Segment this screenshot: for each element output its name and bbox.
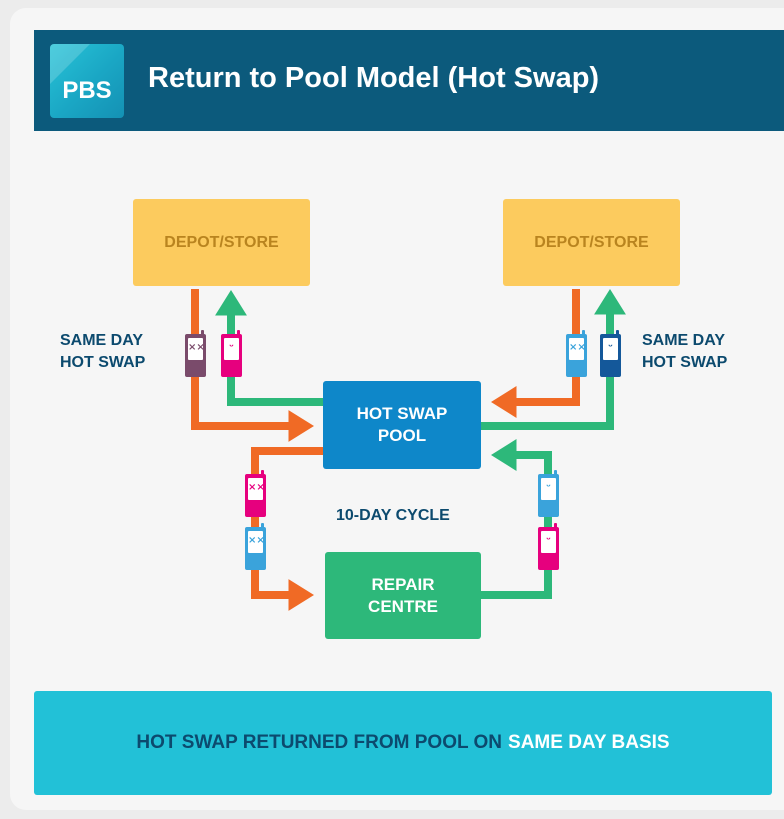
label-same-day-left: SAME DAY HOT SWAP [60,330,145,374]
logo-text: PBS [62,77,112,104]
arrow-pool-to-repair [251,447,323,611]
arrow-repair-to-pool [481,439,552,599]
label-left-line2: HOT SWAP [60,354,146,371]
pool-label-line1: HOT SWAP [356,404,448,423]
label-same-day-right: SAME DAY HOT SWAP [642,330,727,374]
working-phone-left: ᵕ [221,330,242,377]
label-left-line1: SAME DAY [60,332,143,349]
depot-store-right: DEPOT/STORE [503,199,680,286]
repaired-phone-top: ᵕ [538,470,559,517]
pool-label-line2: POOL [377,426,427,445]
footer-text: HOT SWAP RETURNED FROM POOL ON [136,732,503,753]
broken-phone-right: ×× [566,330,587,377]
cycle-label: 10-DAY CYCLE [336,507,450,524]
label-right-line1: SAME DAY [642,332,725,349]
hot-swap-pool: HOT SWAP POOL [323,381,481,469]
label-right-line2: HOT SWAP [642,354,728,371]
arrow-pool-to-left-depot [215,290,323,406]
footer-highlight: SAME DAY BASIS [508,732,670,753]
arrow-right-depot-to-pool [491,289,580,418]
header-bar [34,30,784,131]
arrow-pool-to-right-depot [481,289,626,430]
working-phone-right: ᵕ [600,330,621,377]
pbs-logo: PBS [50,44,124,118]
broken-phone-to-repair-top: ×× [245,470,266,517]
depot-store-left: DEPOT/STORE [133,199,310,286]
repair-label-line2: CENTRE [368,596,438,616]
diagram-title: Return to Pool Model (Hot Swap) [148,62,600,94]
repaired-phone-bottom: ᵕ [538,523,559,570]
broken-phone-to-repair-bottom: ×× [245,523,266,570]
broken-phone-left: ×× [185,330,206,377]
repair-label-line1: REPAIR [371,574,435,594]
footer-banner: HOT SWAP RETURNED FROM POOL ON SAME DAY … [34,691,772,795]
